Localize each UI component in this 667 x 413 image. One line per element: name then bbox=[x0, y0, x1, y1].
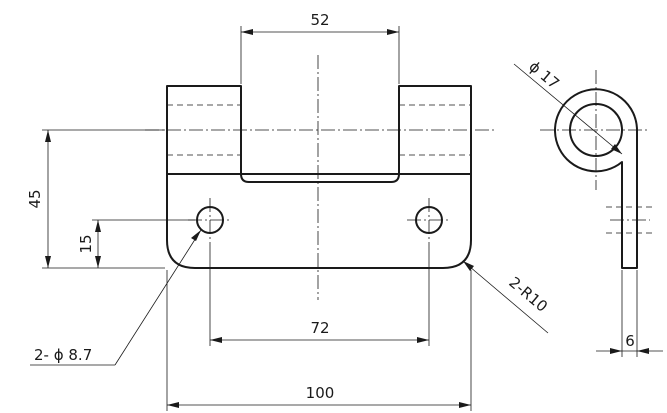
dim-text-6: 6 bbox=[625, 332, 635, 350]
dimension-52: 52 bbox=[240, 11, 400, 84]
front-view bbox=[145, 55, 495, 300]
dimension-6: 6 bbox=[596, 270, 663, 357]
dim-text-curl-diameter: ϕ 17 bbox=[525, 57, 562, 92]
dim-text-45: 45 bbox=[26, 189, 44, 208]
dim-text-100: 100 bbox=[306, 384, 335, 402]
dim-text-radius: 2-R10 bbox=[505, 273, 551, 315]
leader-corner-radius: 2-R10 bbox=[462, 260, 551, 334]
leader-hole-diameter: 2- ϕ 8.7 bbox=[30, 229, 202, 366]
dim-text-holes: 2- ϕ 8.7 bbox=[34, 346, 92, 364]
dim-text-52: 52 bbox=[310, 11, 329, 29]
dim-text-72: 72 bbox=[310, 319, 329, 337]
front-view-outline bbox=[166, 85, 472, 269]
dimension-72: 72 bbox=[209, 242, 430, 346]
dimension-100: 100 bbox=[166, 270, 472, 411]
dim-text-15: 15 bbox=[77, 234, 95, 253]
dimension-45: 45 bbox=[26, 129, 165, 269]
dimension-15: 15 bbox=[77, 219, 195, 268]
side-view-outline bbox=[554, 88, 638, 269]
side-view bbox=[540, 70, 652, 269]
